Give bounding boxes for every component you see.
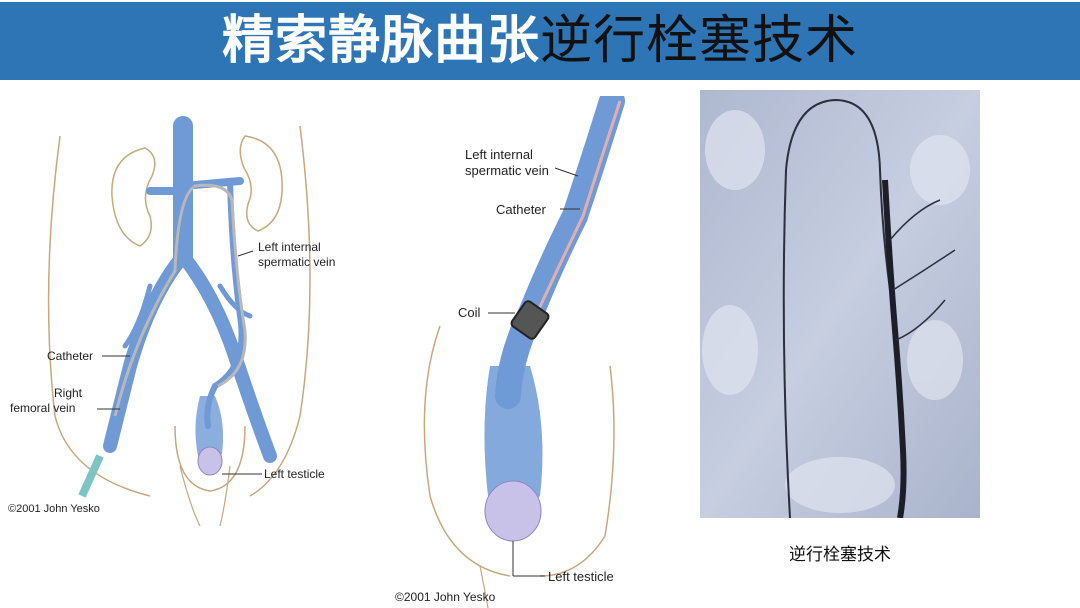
- anatomy-illustration-middle: Left internal spermatic vein Catheter Co…: [395, 96, 625, 608]
- left-kidney: [239, 135, 283, 232]
- title-part-1: 精索静脉曲张: [221, 11, 540, 71]
- catheter: [536, 100, 622, 312]
- label-femoral-vein: femoral vein: [10, 401, 75, 415]
- label-left-testicle: Left testicle: [264, 467, 325, 481]
- left-testicle: [197, 446, 223, 476]
- body-outline: [47, 135, 151, 497]
- label-left-internal: Left internal: [258, 240, 321, 254]
- body-outline-right: [249, 125, 311, 497]
- label-catheter: Catheter: [496, 202, 547, 217]
- copyright-left: ©2001 John Yesko: [8, 503, 100, 515]
- label-spermatic-vein: spermatic vein: [258, 255, 335, 269]
- pampiniform-plexus: [484, 366, 543, 511]
- title-banner: 精索静脉曲张逆行栓塞技术: [0, 2, 1080, 80]
- label-coil: Coil: [458, 305, 481, 320]
- pampiniform-plexus: [195, 396, 224, 461]
- contrast-filled-vein: [882, 179, 907, 518]
- guidewire: [782, 98, 891, 518]
- right-kidney: [111, 147, 156, 247]
- slide-title: 精索静脉曲张逆行栓塞技术: [222, 2, 858, 80]
- spermatic-vein: [495, 96, 625, 409]
- label-left-internal: Left internal: [465, 147, 533, 162]
- label-right: Right: [54, 386, 83, 400]
- anatomy-illustration-left: Left internal spermatic vein Catheter Ri…: [8, 116, 335, 526]
- label-spermatic-vein: spermatic vein: [465, 163, 549, 178]
- title-part-2: 逆行栓塞技术: [540, 11, 859, 71]
- xray-venogram-image: [700, 90, 980, 518]
- copyright-middle: ©2001 John Yesko: [395, 590, 496, 604]
- xray-caption: 逆行栓塞技术: [789, 545, 891, 565]
- label-catheter: Catheter: [47, 349, 93, 363]
- left-testicle: [484, 480, 542, 542]
- catheter: [113, 183, 247, 417]
- label-left-testicle: Left testicle: [548, 569, 614, 584]
- embolization-coil: [510, 300, 550, 340]
